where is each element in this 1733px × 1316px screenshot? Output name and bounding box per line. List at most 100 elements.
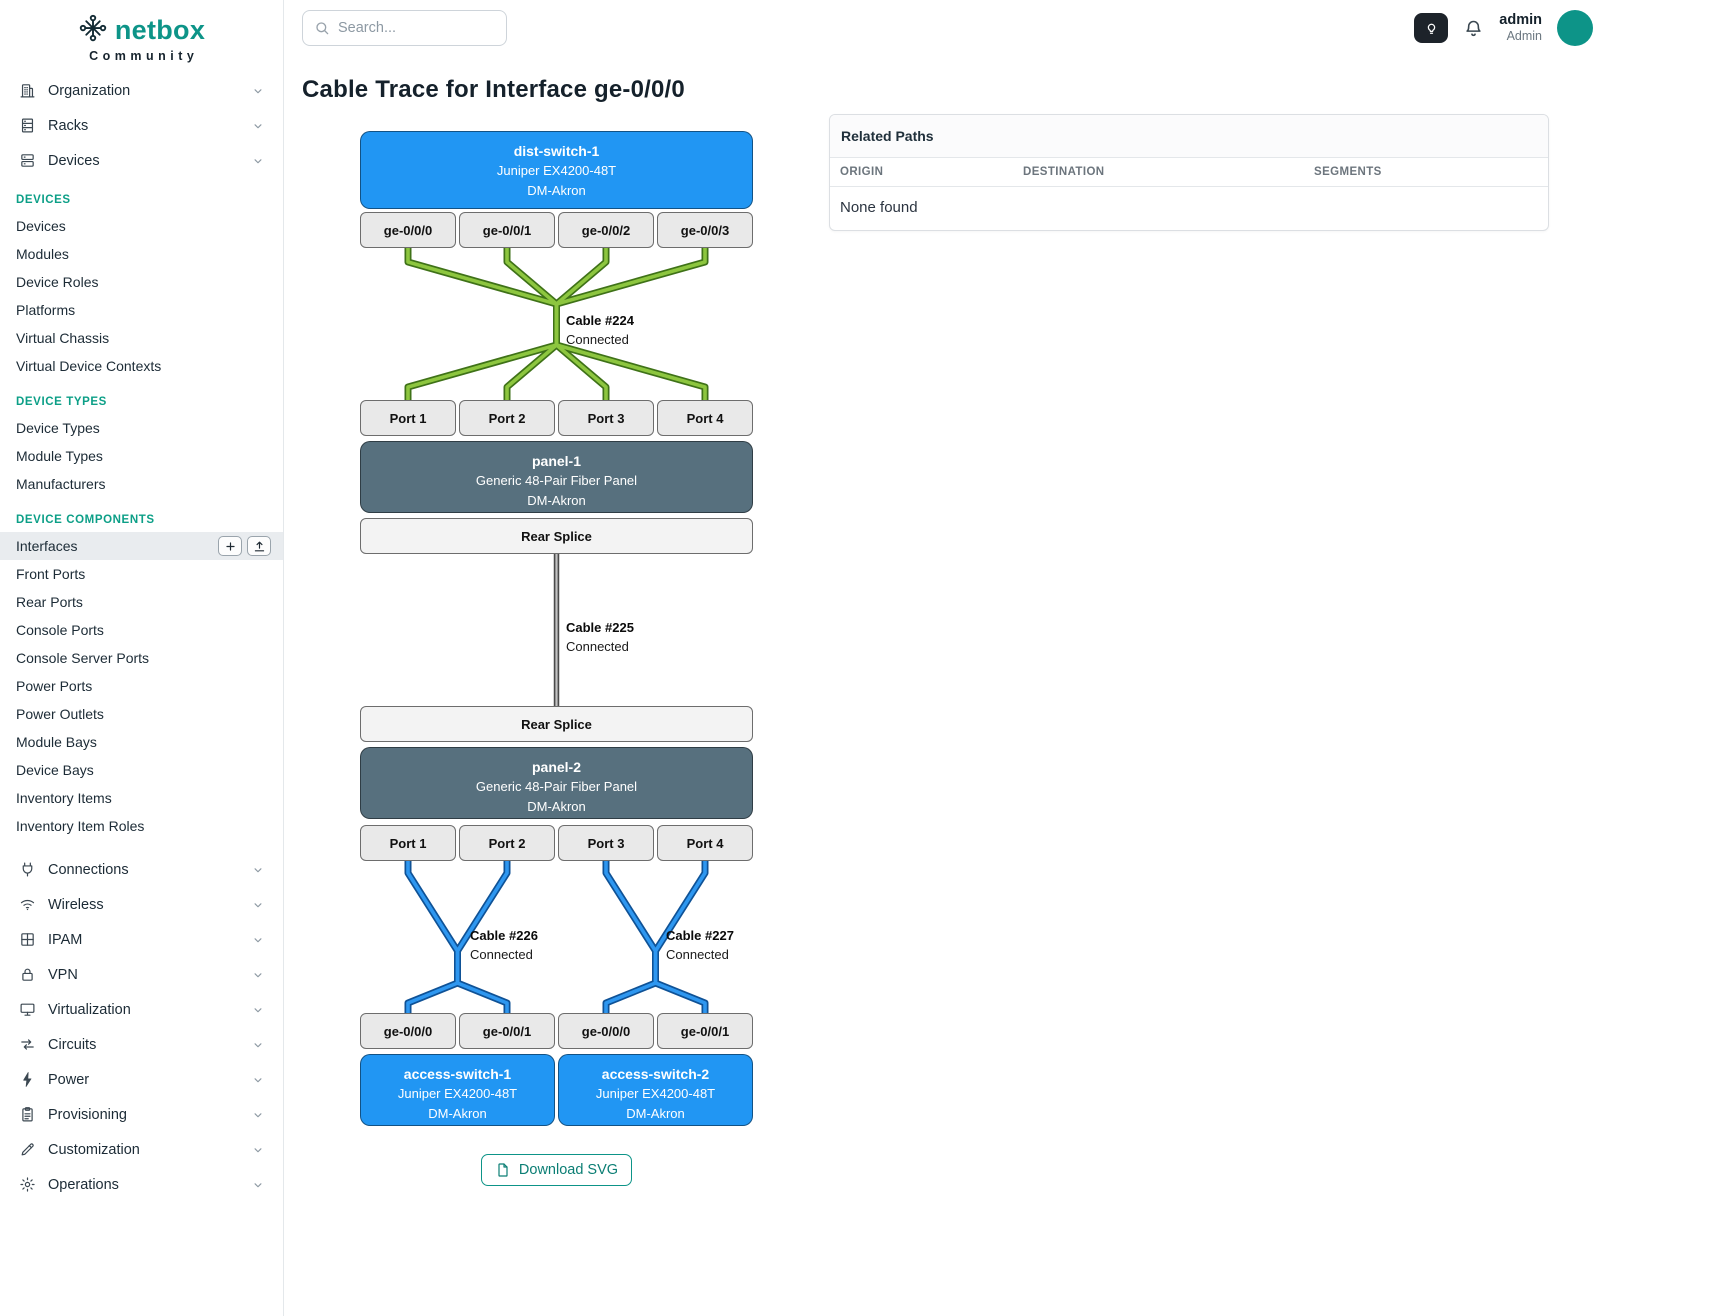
cable-name[interactable]: Cable #227 (666, 928, 734, 943)
sidebar-item-provisioning[interactable]: Provisioning (10, 1097, 273, 1132)
sidebar-item-operations[interactable]: Operations (10, 1167, 273, 1202)
brand-tagline: Community (89, 49, 199, 63)
download-svg-button[interactable]: Download SVG (480, 1154, 633, 1186)
file-download-icon (495, 1162, 511, 1178)
sidebar-item-racks[interactable]: Racks (10, 108, 273, 143)
netbox-logo-icon (78, 13, 108, 48)
chevron-down-icon (251, 1038, 265, 1052)
related-paths-table-header: ORIGIN DESTINATION SEGMENTS (830, 158, 1548, 187)
sidebar-item-console-server-ports[interactable]: Console Server Ports (0, 644, 283, 672)
interface-port[interactable]: ge-0/0/1 (657, 1013, 753, 1049)
sidebar-item-label: Circuits (48, 1036, 97, 1053)
interface-port[interactable]: ge-0/0/0 (558, 1013, 654, 1049)
sidebar-item-customization[interactable]: Customization (10, 1132, 273, 1167)
sidebar-item-inventory-items[interactable]: Inventory Items (0, 784, 283, 812)
sidebar-item-circuits[interactable]: Circuits (10, 1027, 273, 1062)
sidebar-item-virtual-device-contexts[interactable]: Virtual Device Contexts (0, 352, 283, 380)
sidebar-item-module-bays[interactable]: Module Bays (0, 728, 283, 756)
sidebar-item-interfaces[interactable]: Interfaces (0, 532, 283, 560)
interface-port[interactable]: ge-0/0/0 (360, 1013, 456, 1049)
theme-toggle-button[interactable] (1414, 13, 1449, 43)
interface-port[interactable]: ge-0/0/3 (657, 212, 753, 248)
import-button[interactable] (247, 536, 271, 556)
sidebar-item-inventory-item-roles[interactable]: Inventory Item Roles (0, 812, 283, 840)
device-name: access-switch-1 (403, 1066, 512, 1082)
cable-name[interactable]: Cable #226 (470, 928, 538, 943)
sidebar-item-power-ports[interactable]: Power Ports (0, 672, 283, 700)
sidebar-item-devices[interactable]: Devices (10, 143, 273, 178)
building-icon (18, 82, 37, 99)
cable-name[interactable]: Cable #225 (566, 620, 634, 635)
front-port[interactable]: Port 4 (657, 400, 753, 436)
grid-icon (18, 931, 37, 948)
front-port[interactable]: Port 1 (360, 825, 456, 861)
sidebar-item-label: Power Outlets (16, 706, 104, 722)
sidebar-item-virtualization[interactable]: Virtualization (10, 992, 273, 1027)
search-input[interactable] (338, 20, 495, 36)
notifications-button[interactable] (1463, 18, 1484, 39)
front-port[interactable]: Port 2 (459, 400, 555, 436)
sidebar-item-vpn[interactable]: VPN (10, 957, 273, 992)
sidebar-item-manufacturers[interactable]: Manufacturers (0, 470, 283, 498)
brand[interactable]: netbox Community (0, 0, 283, 65)
rear-port-splice[interactable]: Rear Splice (360, 706, 753, 742)
sidebar-item-power[interactable]: Power (10, 1062, 273, 1097)
sidebar-item-ipam[interactable]: IPAM (10, 922, 273, 957)
device-name: panel-2 (531, 759, 581, 775)
sidebar-item-device-roles[interactable]: Device Roles (0, 268, 283, 296)
sidebar-item-label: Power (48, 1071, 90, 1088)
sidebar-item-console-ports[interactable]: Console Ports (0, 616, 283, 644)
sidebar-item-label: Devices (48, 152, 100, 169)
sidebar-item-device-bays[interactable]: Device Bays (0, 756, 283, 784)
interface-port[interactable]: ge-0/0/0 (360, 212, 456, 248)
add-button[interactable] (218, 536, 242, 556)
sidebar-item-connections[interactable]: Connections (10, 852, 273, 887)
sidebar-item-label: VPN (48, 966, 78, 983)
lightbulb-icon (1424, 21, 1439, 36)
front-port[interactable]: Port 1 (360, 400, 456, 436)
sidebar-item-label: Racks (48, 117, 89, 134)
sidebar-item-devices[interactable]: Devices (0, 212, 283, 240)
sidebar-item-rear-ports[interactable]: Rear Ports (0, 588, 283, 616)
column-header-origin: ORIGIN (840, 166, 884, 178)
sidebar-item-device-types[interactable]: Device Types (0, 414, 283, 442)
cable-status: Connected (666, 947, 729, 962)
front-port[interactable]: Port 3 (558, 400, 654, 436)
sidebar-item-power-outlets[interactable]: Power Outlets (0, 700, 283, 728)
clipboard-icon (18, 1106, 37, 1123)
rear-port-splice[interactable]: Rear Splice (360, 518, 753, 554)
sidebar-item-platforms[interactable]: Platforms (0, 296, 283, 324)
interface-port[interactable]: ge-0/0/2 (558, 212, 654, 248)
front-port[interactable]: Port 3 (558, 825, 654, 861)
interface-port[interactable]: ge-0/0/1 (459, 1013, 555, 1049)
search-icon (314, 20, 330, 36)
sidebar-item-wireless[interactable]: Wireless (10, 887, 273, 922)
sidebar-item-label: Device Roles (16, 274, 99, 290)
front-port[interactable]: Port 4 (657, 825, 753, 861)
sidebar-item-modules[interactable]: Modules (0, 240, 283, 268)
column-header-segments: SEGMENTS (1314, 166, 1382, 178)
sidebar-item-front-ports[interactable]: Front Ports (0, 560, 283, 588)
topbar-controls: admin Admin (1414, 10, 1593, 46)
sidebar-section-heading: DEVICES (16, 194, 71, 206)
sidebar-item-module-types[interactable]: Module Types (0, 442, 283, 470)
page-title: Cable Trace for Interface ge-0/0/0 (302, 76, 685, 103)
avatar[interactable] (1557, 10, 1593, 46)
sidebar-item-virtual-chassis[interactable]: Virtual Chassis (0, 324, 283, 352)
chevron-down-icon (251, 1003, 265, 1017)
front-port[interactable]: Port 2 (459, 825, 555, 861)
device-model: Juniper EX4200-48T (496, 163, 617, 178)
sidebar-item-organization[interactable]: Organization (10, 73, 273, 108)
interface-port[interactable]: ge-0/0/1 (459, 212, 555, 248)
user-menu[interactable]: admin Admin (1499, 11, 1542, 45)
cable-name[interactable]: Cable #224 (566, 313, 634, 328)
